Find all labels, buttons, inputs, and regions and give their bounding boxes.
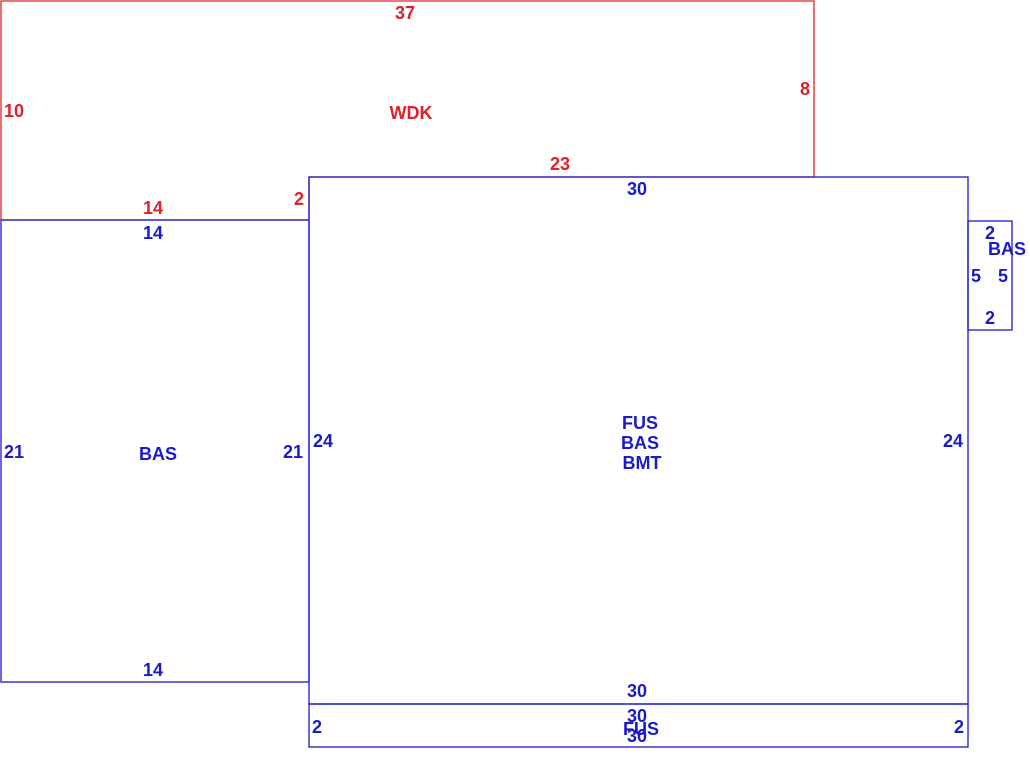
bas-small-outline xyxy=(967,220,1013,331)
main-dim-right: 24 xyxy=(943,431,963,451)
wdk-dim-right: 8 xyxy=(800,79,810,99)
fus-strip-dim-bottom: 30 xyxy=(627,726,647,746)
bas-left-dim-bottom: 14 xyxy=(143,660,163,680)
bas-small-label: BAS xyxy=(988,239,1026,259)
bas-left-dim-left: 21 xyxy=(4,442,24,462)
bas-small-dim-right: 5 xyxy=(998,266,1008,286)
wdk-dim-inner-top: 23 xyxy=(550,154,570,174)
bas-small-dim-bottom: 2 xyxy=(985,308,995,328)
wdk-dim-step: 2 xyxy=(294,189,304,209)
main-dim-top: 30 xyxy=(627,179,647,199)
fus-strip-dim-top: 30 xyxy=(627,706,647,726)
wdk-dim-left: 10 xyxy=(4,101,24,121)
wdk-dim-top: 37 xyxy=(395,3,415,23)
bas-left-label: BAS xyxy=(139,444,177,464)
main-dim-bottom: 30 xyxy=(627,681,647,701)
bas-left-dim-top: 14 xyxy=(143,223,163,243)
main-label-bas: BAS xyxy=(621,433,659,453)
bas-left-dim-right: 21 xyxy=(283,442,303,462)
bas-small-dim-left: 5 xyxy=(971,266,981,286)
fus-strip-dim-left: 2 xyxy=(312,717,322,737)
main-label-bmt: BMT xyxy=(623,453,662,473)
bas-small-dim-top: 2 xyxy=(985,223,995,243)
main-label-fus: FUS xyxy=(622,413,658,433)
fus-strip-label: FUS xyxy=(623,719,659,739)
wdk-dim-bottom: 14 xyxy=(143,198,163,218)
fus-strip-dim-right: 2 xyxy=(954,717,964,737)
fus-strip-outline xyxy=(308,703,969,748)
wdk-label: WDK xyxy=(390,103,433,123)
main-dim-left: 24 xyxy=(313,431,333,451)
